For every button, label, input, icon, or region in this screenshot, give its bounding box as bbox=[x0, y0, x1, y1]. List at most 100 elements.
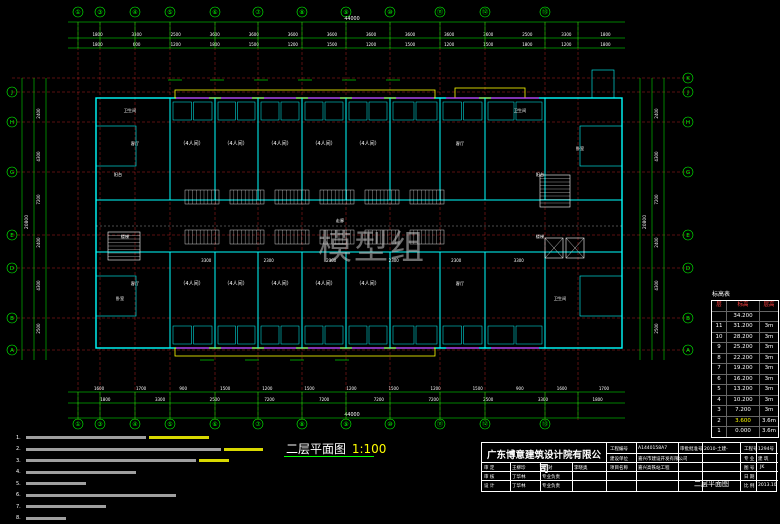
dim-left: 2500 bbox=[36, 323, 41, 334]
dim-top-row1: 3300 bbox=[132, 32, 143, 37]
elevation-cell: 10.200 bbox=[727, 396, 760, 406]
note-row: 3. bbox=[16, 455, 266, 467]
title-block-cell: 图 号 bbox=[744, 465, 754, 471]
title-block-cell: 审 核 bbox=[484, 474, 494, 480]
dim-bottom-row1: 7200 bbox=[374, 397, 385, 402]
axis-label-left: D bbox=[10, 266, 14, 272]
dim-bottom-row1: 3300 bbox=[538, 397, 549, 402]
note-text-line bbox=[149, 436, 209, 439]
note-row: 2. bbox=[16, 444, 266, 456]
elevation-cell: 标高 bbox=[727, 301, 760, 311]
elevation-cell: 6 bbox=[712, 375, 727, 385]
title-block-cell: 专 业 bbox=[744, 456, 754, 462]
dim-bottom-row2: 1500 bbox=[220, 386, 231, 391]
elevation-cell: 4 bbox=[712, 396, 727, 406]
bathroom-top bbox=[238, 102, 256, 120]
dim-top-row1: 2500 bbox=[522, 32, 533, 37]
axis-label-right: A bbox=[686, 348, 690, 354]
bathroom-top bbox=[349, 102, 367, 120]
bathroom-top bbox=[325, 102, 343, 120]
axis-label-top: ④ bbox=[132, 9, 137, 16]
dim-top-row1: 3600 bbox=[288, 32, 299, 37]
misc-label: 阳台 bbox=[114, 171, 122, 178]
dim-right: 2500 bbox=[654, 323, 659, 334]
bathroom-bottom bbox=[464, 326, 483, 344]
dim-left: 4300 bbox=[36, 280, 41, 291]
dim-bottom-row1: 1800 bbox=[593, 397, 604, 402]
dim-bottom-row1: 3300 bbox=[155, 397, 166, 402]
elevation-cell: 3m bbox=[760, 364, 778, 374]
dim-bottom-row1: 7200 bbox=[264, 397, 275, 402]
elevation-cell: 3.6m bbox=[760, 427, 778, 437]
corridor-dim: 3300 bbox=[514, 258, 525, 263]
room-label: （4人间） bbox=[224, 140, 247, 147]
plan-title-text: 二层平面图 bbox=[286, 442, 346, 456]
dim-top-row2: 1200 bbox=[288, 42, 299, 47]
dim-top-row1: 3600 bbox=[444, 32, 455, 37]
bathroom-top bbox=[194, 102, 213, 120]
note-row: 5. bbox=[16, 478, 266, 490]
title-block-cell: 项目名称 bbox=[610, 465, 628, 471]
axis-label-right: H bbox=[686, 120, 690, 126]
axis-label-bottom: ⑦ bbox=[255, 421, 261, 428]
axis-label-bottom: ④ bbox=[132, 421, 137, 428]
design-notes: 1.2.3.4.5.6.7.8. bbox=[16, 432, 266, 524]
axis-label-top: ⑦ bbox=[255, 9, 261, 16]
axis-label-bottom: ⑬ bbox=[542, 420, 548, 428]
bathroom-bottom bbox=[516, 326, 542, 344]
dim-top-row1: 1800 bbox=[600, 32, 611, 37]
note-row: 7. bbox=[16, 501, 266, 513]
note-row: 8. bbox=[16, 513, 266, 524]
title-block-divider bbox=[540, 462, 541, 491]
bathroom-bottom bbox=[416, 326, 437, 344]
elevation-table-title: 标高表 bbox=[712, 289, 779, 298]
elevation-cell: 0.000 bbox=[727, 427, 760, 437]
title-block-cell: 专业负责 bbox=[542, 474, 560, 480]
dim-top-row2: 1500 bbox=[405, 42, 416, 47]
misc-label: 卫生间 bbox=[124, 107, 137, 114]
dim-bottom-row2: 900 bbox=[516, 386, 524, 391]
elevation-cell: 28.200 bbox=[727, 333, 760, 343]
plan-title-underline bbox=[284, 456, 374, 457]
bathroom-top bbox=[488, 102, 514, 120]
note-row: 6. bbox=[16, 490, 266, 502]
misc-label: 楼梯 bbox=[536, 233, 544, 240]
note-number: 5. bbox=[16, 481, 26, 487]
corridor-dim: 2300 bbox=[264, 258, 275, 263]
axis-label-top: ③ bbox=[97, 9, 102, 16]
axis-label-left: H bbox=[10, 120, 14, 126]
axis-label-bottom: ⑧ bbox=[299, 421, 304, 428]
bathroom-top bbox=[218, 102, 236, 120]
room-label: （4人间） bbox=[224, 280, 247, 287]
dim-bottom-row1: 7200 bbox=[428, 397, 439, 402]
title-block-divider bbox=[740, 443, 741, 491]
axis-label-left: G bbox=[10, 170, 14, 176]
room-label: （4人间） bbox=[312, 140, 335, 147]
dim-left: 7200 bbox=[36, 194, 41, 205]
misc-label: 卫生间 bbox=[514, 107, 527, 114]
title-block-cell: 嘉兴高铁站工程 bbox=[638, 465, 670, 471]
bathroom-top bbox=[281, 102, 299, 120]
balcony-top-right bbox=[455, 88, 525, 98]
title-block-cell: 建 筑 bbox=[758, 456, 768, 462]
dim-bottom-row2: 1200 bbox=[346, 386, 357, 391]
elevation-row: 层标高层高 bbox=[712, 301, 778, 312]
elevation-cell: 3.600 bbox=[727, 417, 760, 427]
axis-label-bottom: ⑥ bbox=[212, 421, 217, 428]
misc-label: 客厅 bbox=[456, 280, 464, 287]
elevation-cell: 11 bbox=[712, 322, 727, 332]
bathroom-bottom bbox=[305, 326, 323, 344]
note-number: 1. bbox=[16, 435, 26, 441]
note-text-line bbox=[199, 459, 229, 462]
title-block-cell: 工程编号 bbox=[610, 446, 628, 452]
title-block-cell: 设 计 bbox=[484, 483, 494, 489]
dim-top-row1: 3600 bbox=[327, 32, 338, 37]
title-block-cell: 校 对 bbox=[542, 465, 552, 471]
elevation-cell: 3m bbox=[760, 375, 778, 385]
dim-bottom-row2: 1600 bbox=[557, 386, 568, 391]
